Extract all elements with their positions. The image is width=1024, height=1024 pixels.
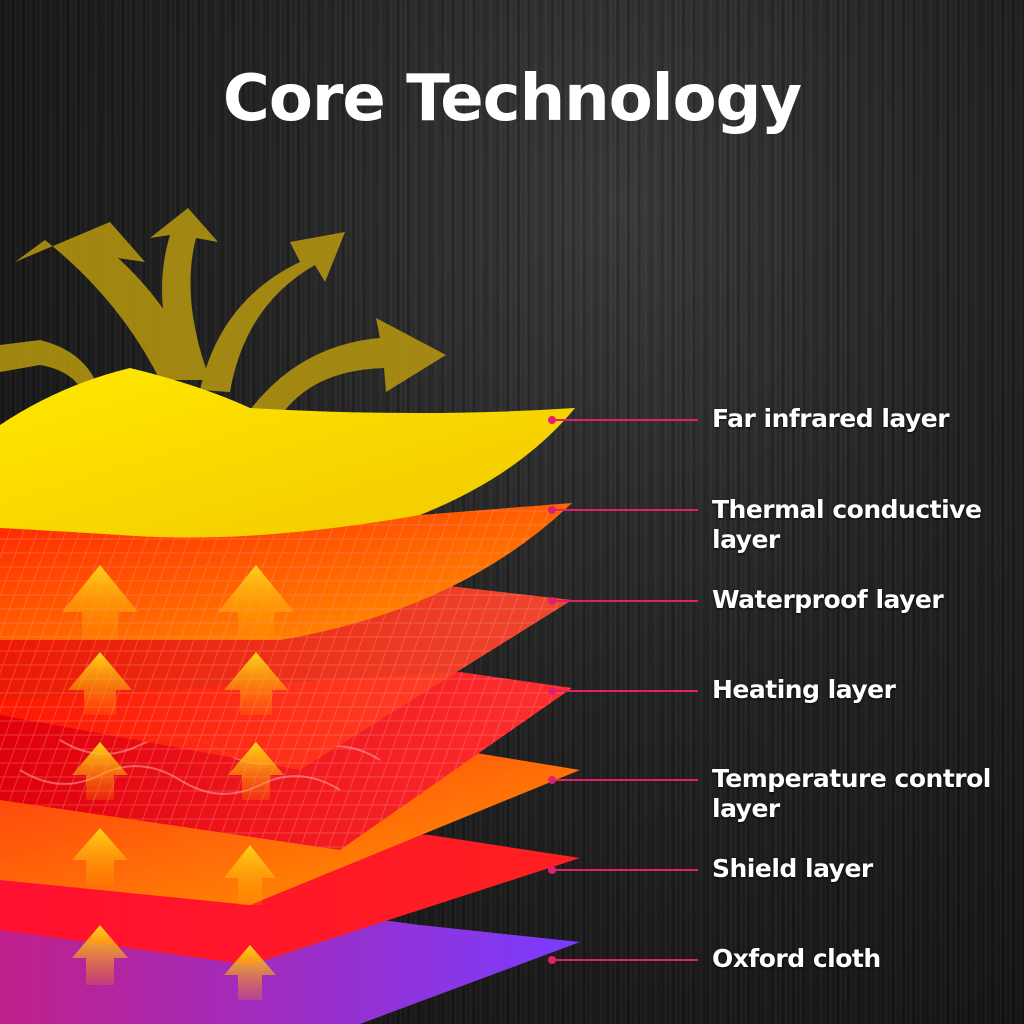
heat-arrows	[62, 565, 294, 1000]
radiation-arrow-icon	[150, 208, 218, 380]
label-waterproof-layer: Waterproof layer	[712, 585, 944, 614]
radiation-arrow-icon	[15, 222, 200, 380]
thermal-grid	[0, 503, 572, 640]
leader-dot	[548, 776, 556, 784]
heat-arrow-icon	[72, 828, 128, 885]
label-heating-layer: Heating layer	[712, 675, 896, 704]
radiation-arrows	[0, 208, 446, 420]
leader-dot	[548, 956, 556, 964]
heat-arrow-icon	[72, 742, 128, 800]
leader-dot	[548, 866, 556, 874]
label-oxford-cloth: Oxford cloth	[712, 944, 881, 973]
heat-arrow-icon	[224, 845, 276, 905]
heat-arrow-icon	[228, 742, 284, 800]
label-shield-layer: Shield layer	[712, 854, 873, 883]
leader-dot	[548, 597, 556, 605]
heat-arrow-icon	[224, 945, 276, 1000]
heat-arrow-icon	[72, 925, 128, 985]
heat-arrow-icon	[224, 652, 288, 715]
label-far-infrared-layer: Far infrared layer	[712, 404, 950, 433]
radiation-arrow-icon	[200, 232, 345, 392]
leader-dot	[548, 506, 556, 514]
heat-arrow-icon	[218, 565, 294, 640]
leader-dot	[548, 687, 556, 695]
heat-arrow-icon	[68, 652, 132, 715]
leader-dot	[548, 416, 556, 424]
heat-arrow-icon	[62, 565, 138, 640]
page-title: Core Technology	[222, 62, 802, 136]
radiation-arrow-icon	[250, 318, 446, 420]
label-temperature-control-layer: Temperature control layer	[712, 764, 991, 823]
leader-lines	[548, 416, 698, 964]
far-infrared-sheet	[0, 368, 575, 538]
label-thermal-conductive-layer: Thermal conductive layer	[712, 495, 982, 554]
